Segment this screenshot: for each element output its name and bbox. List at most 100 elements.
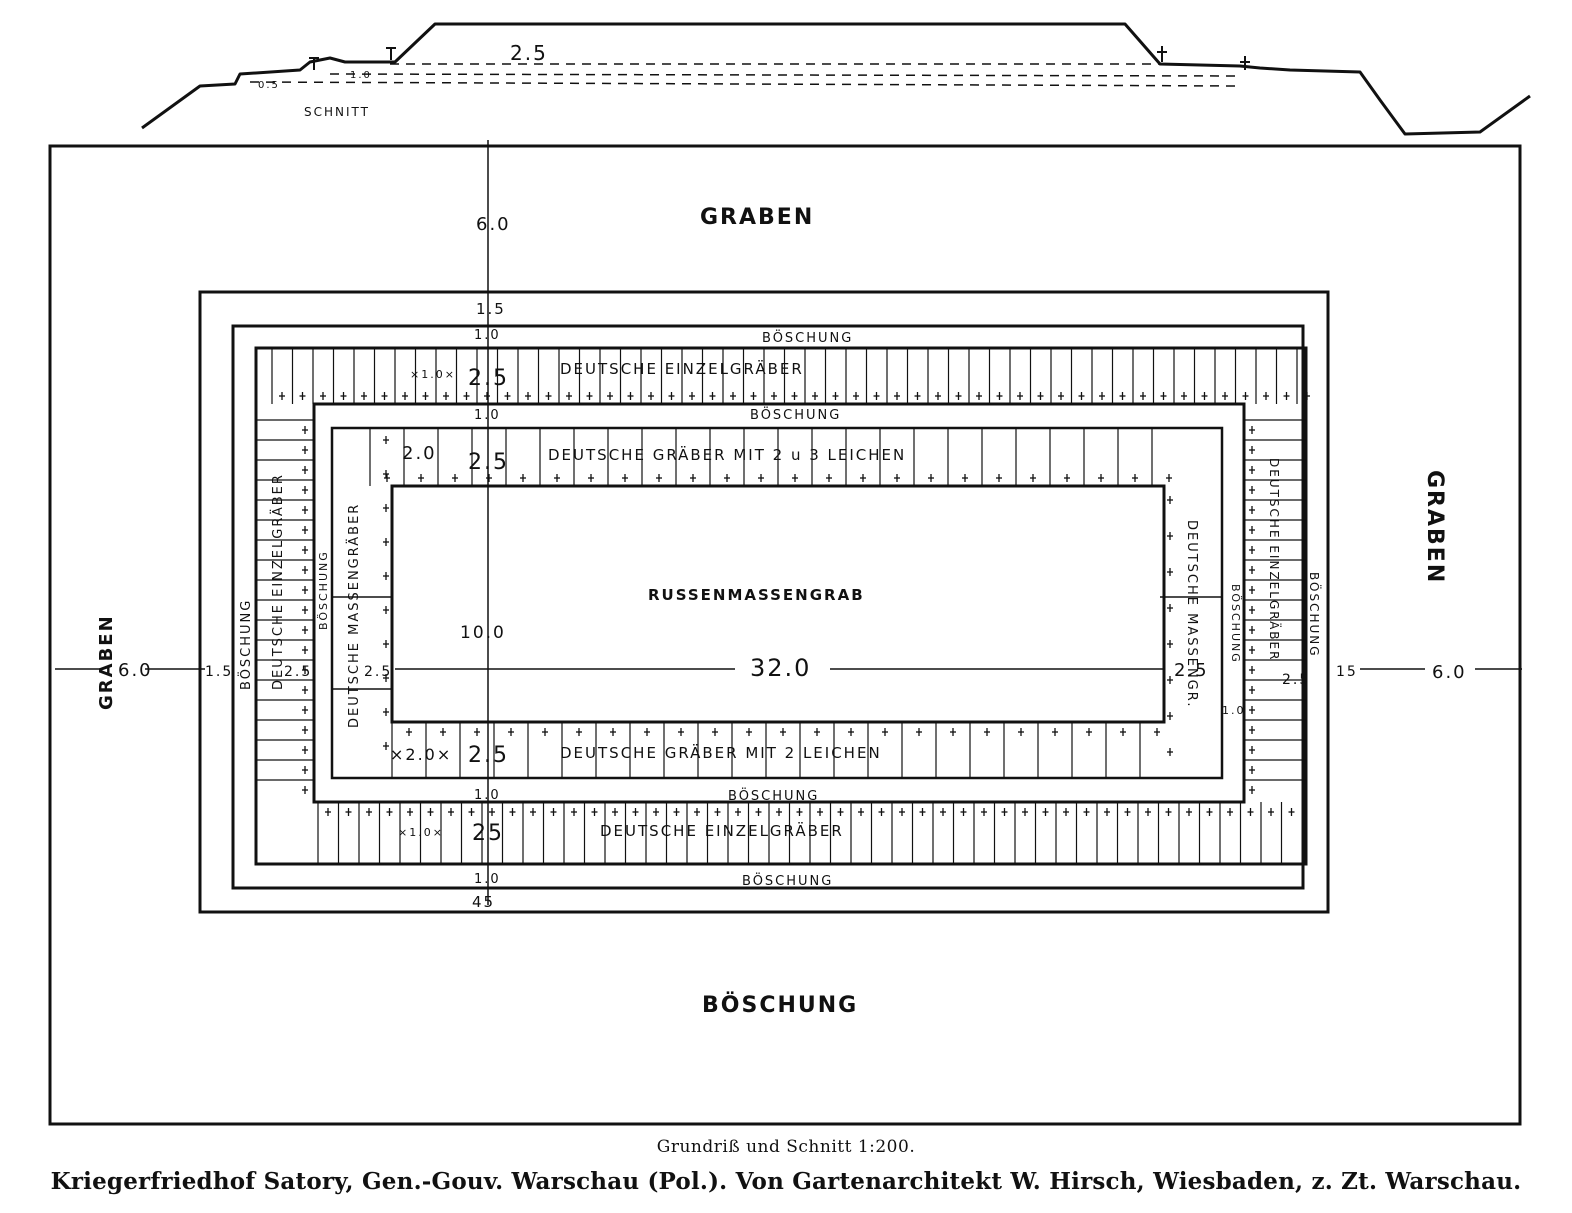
grave-cross — [899, 808, 905, 816]
grave-cross — [873, 392, 880, 400]
dim-25-left-inner: 2.5 — [364, 664, 392, 680]
grave-cross — [566, 392, 572, 400]
dim-graben-right: 6.0 — [1432, 662, 1467, 683]
grave-cross — [591, 808, 598, 816]
russian-mass-grave-label: RUSSENMASSENGRAB — [648, 586, 865, 604]
grave-cross — [1078, 392, 1085, 400]
grave-cross — [586, 392, 593, 400]
grave-cross — [302, 586, 308, 594]
scale-caption: Grundriß und Schnitt 1:200. — [656, 1137, 916, 1157]
grave-cross — [1227, 808, 1233, 816]
grave-cross — [530, 808, 536, 816]
dim-x10-bottom: ×1.0× — [398, 826, 444, 839]
grave-cross — [383, 640, 389, 648]
top-outer-row-label: DEUTSCHE EINZELGRÄBER — [560, 359, 804, 378]
grave-cross — [678, 728, 684, 736]
dim-10-bottom-b: 1.0 — [474, 872, 501, 887]
grave-cross — [1201, 392, 1208, 400]
dim-45-bottom: 45 — [472, 893, 495, 911]
grave-cross — [279, 392, 285, 400]
section-depth-left-a: 1.0 — [350, 70, 372, 81]
grave-cross — [509, 808, 516, 816]
grave-cross — [1099, 392, 1105, 400]
grave-cross — [1249, 466, 1255, 474]
grave-cross — [302, 646, 308, 654]
grave-cross — [894, 392, 900, 400]
grave-cross — [489, 808, 495, 816]
section-profile — [141, 22, 1531, 136]
grave-cross — [1304, 392, 1310, 400]
grave-cross — [1249, 566, 1255, 574]
grave-cross — [520, 474, 526, 482]
grave-cross — [302, 706, 308, 714]
grave-cross — [817, 808, 823, 816]
right-outer-col-label: DEUTSCHE EINZELGRÄBER — [1267, 458, 1282, 661]
grave-cross — [1249, 586, 1255, 594]
grave-cross — [588, 474, 594, 482]
section-depth-left-b: 0.5 — [258, 80, 280, 91]
grave-cross — [1140, 392, 1146, 400]
bottom-inner-row-label: DEUTSCHE GRÄBER MIT 2 LEICHEN — [560, 743, 882, 762]
grave-cross — [1001, 808, 1008, 816]
title-caption: Kriegerfriedhof Satory, Gen.-Gouv. Warsc… — [50, 1168, 1522, 1195]
grave-cross — [848, 728, 854, 736]
boschung-bottom-label: BÖSCHUNG — [702, 992, 858, 1018]
grave-cross — [302, 526, 308, 534]
grave-cross — [1249, 706, 1255, 714]
grave-cross — [812, 392, 818, 400]
grave-crosses — [279, 392, 1310, 816]
grave-cross — [940, 808, 946, 816]
grave-cross — [1249, 646, 1255, 654]
grave-cross — [1165, 808, 1172, 816]
grave-cross — [427, 808, 434, 816]
grave-cross — [632, 808, 639, 816]
grave-cross — [914, 392, 921, 400]
grave-cross — [1283, 392, 1290, 400]
grave-cross — [545, 392, 552, 400]
section-markers — [309, 46, 1250, 70]
grave-cross — [750, 392, 757, 400]
grave-cross — [422, 392, 429, 400]
grave-cross — [712, 728, 718, 736]
grave-cross — [345, 808, 352, 816]
grave-cross — [302, 426, 308, 434]
grave-cross — [1160, 392, 1167, 400]
plan-frames — [48, 144, 1522, 1126]
grave-cross — [1154, 728, 1160, 736]
grave-cross — [673, 808, 680, 816]
grave-cross — [1247, 808, 1254, 816]
grave-cross — [1145, 808, 1151, 816]
grave-cross — [1249, 746, 1255, 754]
boschung-label-4: BÖSCHUNG — [742, 872, 833, 889]
dim-20-top: 2.0 — [402, 443, 437, 464]
grave-cross — [653, 808, 659, 816]
grave-cross — [1167, 748, 1173, 756]
russian-mass-grave — [390, 484, 1166, 724]
grave-cross — [576, 728, 582, 736]
grave-cross — [302, 506, 308, 514]
grave-cross — [504, 392, 511, 400]
grave-cross — [981, 808, 987, 816]
grave-cross — [407, 808, 413, 816]
grave-cross — [1249, 546, 1255, 554]
grave-cross — [325, 808, 331, 816]
grave-cross — [1018, 728, 1024, 736]
grave-cross — [758, 474, 764, 482]
grave-cross — [302, 486, 308, 494]
grave-cross — [1086, 728, 1092, 736]
grave-cross — [554, 474, 560, 482]
grave-cross — [383, 572, 389, 580]
grave-cross — [919, 808, 926, 816]
grave-cross — [381, 392, 388, 400]
dim-15-right: 15 — [1336, 664, 1358, 680]
grave-cross — [656, 474, 662, 482]
grave-cross — [383, 538, 389, 546]
grave-cross — [976, 392, 982, 400]
grave-cross — [668, 392, 675, 400]
dim-15-left: 1.5 — [205, 664, 233, 680]
grave-cross — [1242, 392, 1249, 400]
grave-cross — [366, 808, 372, 816]
grave-divider-lines — [256, 348, 1306, 864]
left-inner-col-label: DEUTSCHE MASSENGRÄBER — [346, 503, 362, 728]
grave-cross — [1167, 532, 1173, 540]
